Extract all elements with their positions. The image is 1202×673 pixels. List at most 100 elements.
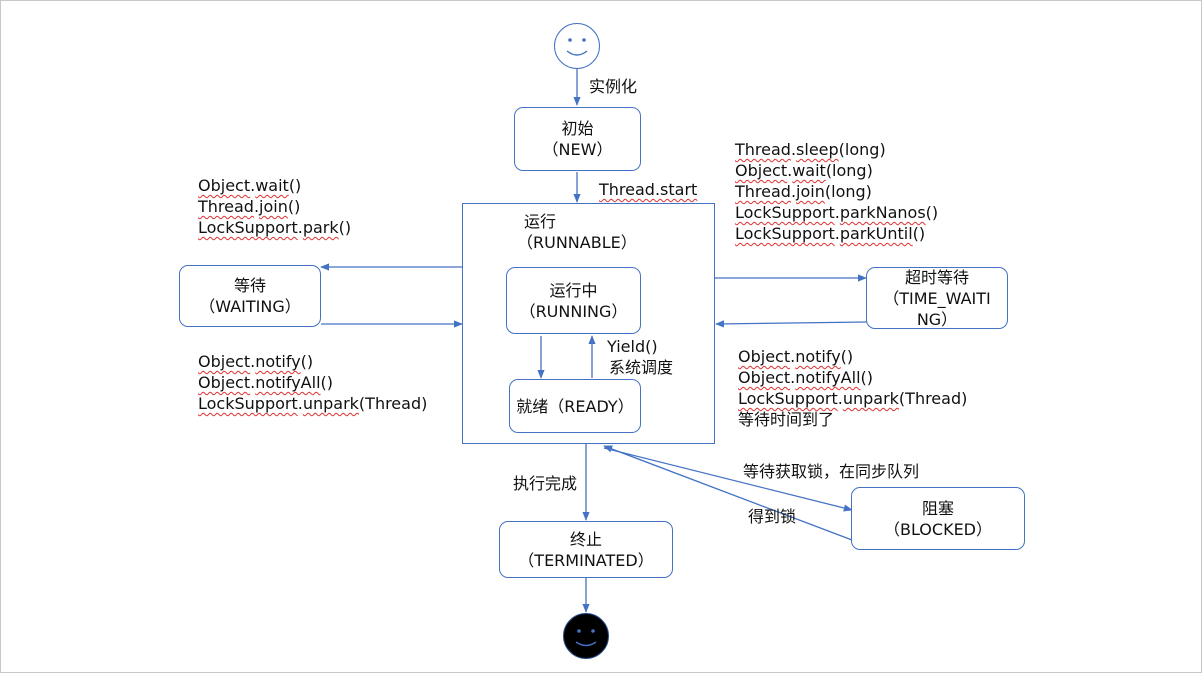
label-yield: Yield() xyxy=(607,337,658,356)
method-object: Object xyxy=(735,161,788,180)
state-timed-waiting-name: 超时等待 xyxy=(904,267,969,287)
state-ready: 就绪（READY） xyxy=(509,379,641,433)
method-args: (long) xyxy=(825,161,873,180)
label-to-timed-waiting-2: Thread.join(long) xyxy=(735,181,872,202)
method-name: wait xyxy=(792,161,826,180)
method-args: () xyxy=(860,368,873,387)
method-args: (Thread) xyxy=(358,394,428,413)
label-from-timed-waiting-2: LockSupport.unpark(Thread) xyxy=(738,388,967,409)
state-new-name: 初始 xyxy=(561,119,594,138)
label-to-waiting-1: Thread.join() xyxy=(198,196,300,217)
state-timed-waiting-code: （TIME_WAITI xyxy=(883,288,991,308)
state-ready-name: 就绪（READY） xyxy=(516,396,634,416)
state-terminated: 终止 （TERMINATED） xyxy=(499,521,673,578)
label-from-waiting-2: LockSupport.unpark(Thread) xyxy=(198,393,427,414)
state-runnable-code: （RUNNABLE） xyxy=(517,233,637,252)
method-dot: . xyxy=(834,203,840,222)
method-dot: . xyxy=(790,140,797,159)
method-args: () xyxy=(338,218,352,237)
method-args: () xyxy=(912,224,926,243)
method-object: LockSupport xyxy=(735,203,835,222)
state-terminated-code: （TERMINATED） xyxy=(518,550,654,570)
method-name: park xyxy=(302,218,339,237)
method-object: Object xyxy=(738,368,791,387)
label-thread-start: Thread.start xyxy=(599,179,697,200)
method-name: join xyxy=(796,182,825,201)
arrow-runnable-to-blocked xyxy=(603,447,853,512)
state-terminated-name: 终止 xyxy=(569,529,602,549)
method-name: notify xyxy=(795,347,841,366)
label-from-waiting-0: Object.notify() xyxy=(198,351,313,372)
method-dot: . xyxy=(787,161,793,180)
method-object: Thread xyxy=(735,140,791,159)
state-running-code: （RUNNING） xyxy=(519,301,628,321)
method-dot: . xyxy=(253,197,260,216)
method-object: Object xyxy=(198,352,251,371)
method-args: () xyxy=(287,197,301,216)
method-dot: . xyxy=(250,373,256,392)
arrow-blocked-to-runnable xyxy=(603,445,853,541)
method-object: LockSupport xyxy=(198,218,298,237)
method-name: notify xyxy=(255,352,301,371)
method-name: unpark xyxy=(302,394,359,413)
state-timed-waiting-code-cont: NG） xyxy=(916,309,958,329)
label-thread-start-text: Thread.start xyxy=(599,180,698,199)
method-dot: . xyxy=(250,352,256,371)
method-args: (long) xyxy=(824,182,872,201)
state-new: 初始 （NEW） xyxy=(514,107,641,171)
method-dot: . xyxy=(837,389,843,408)
method-name: unpark xyxy=(842,389,899,408)
method-args: () xyxy=(925,203,939,222)
method-name: join xyxy=(259,197,288,216)
state-waiting-name: 等待 xyxy=(233,276,266,295)
label-from-timed-waiting-1: Object.notifyAll() xyxy=(738,367,873,388)
method-name: notifyAll xyxy=(795,368,861,387)
method-dot: . xyxy=(790,182,797,201)
method-object: Thread xyxy=(198,197,254,216)
end-smiley-icon xyxy=(563,613,609,659)
state-timed-waiting: 超时等待 （TIME_WAITI NG） xyxy=(866,267,1008,329)
method-args: () xyxy=(300,352,314,371)
label-to-timed-waiting-1: Object.wait(long) xyxy=(735,160,873,181)
label-got-lock: 得到锁 xyxy=(748,507,797,526)
method-args: (long) xyxy=(838,140,886,159)
method-dot: . xyxy=(250,176,256,195)
label-instantiate: 实例化 xyxy=(589,77,638,96)
state-new-code: （NEW） xyxy=(542,140,613,159)
state-runnable xyxy=(462,203,715,444)
method-object: Object xyxy=(738,347,791,366)
state-blocked: 阻塞 （BLOCKED） xyxy=(851,487,1025,550)
label-to-timed-waiting-3: LockSupport.parkNanos() xyxy=(735,202,938,223)
method-name: notifyAll xyxy=(255,373,321,392)
method-name: sleep xyxy=(796,140,839,159)
label-to-waiting-0: Object.wait() xyxy=(198,175,301,196)
label-from-waiting-1: Object.notifyAll() xyxy=(198,372,333,393)
state-blocked-name: 阻塞 xyxy=(921,498,954,518)
method-name: parkNanos xyxy=(839,203,926,222)
method-dot: . xyxy=(297,218,303,237)
method-object: LockSupport xyxy=(738,389,838,408)
method-args: () xyxy=(840,347,854,366)
label-from-timed-waiting-0: Object.notify() xyxy=(738,346,853,367)
method-name: wait xyxy=(255,176,289,195)
method-name: parkUntil xyxy=(839,224,913,243)
start-smiley-icon xyxy=(554,23,600,69)
method-object: LockSupport xyxy=(198,394,298,413)
method-dot: . xyxy=(790,368,796,387)
label-to-timed-waiting-0: Thread.sleep(long) xyxy=(735,139,886,160)
state-waiting: 等待 （WAITING） xyxy=(179,265,321,327)
method-object: Object xyxy=(198,373,251,392)
method-dot: . xyxy=(790,347,796,366)
method-dot: . xyxy=(297,394,303,413)
label-timeout-reached: 等待时间到了 xyxy=(738,410,835,429)
state-running-name: 运行中 xyxy=(549,280,598,300)
method-object: Object xyxy=(198,176,251,195)
label-execution-complete: 执行完成 xyxy=(513,474,578,493)
label-system-schedule: 系统调度 xyxy=(609,358,674,377)
state-running: 运行中 （RUNNING） xyxy=(506,267,641,334)
label-to-waiting-2: LockSupport.park() xyxy=(198,217,351,238)
state-waiting-code: （WAITING） xyxy=(199,297,301,316)
state-runnable-name: 运行 xyxy=(524,212,557,231)
method-object: LockSupport xyxy=(735,224,835,243)
